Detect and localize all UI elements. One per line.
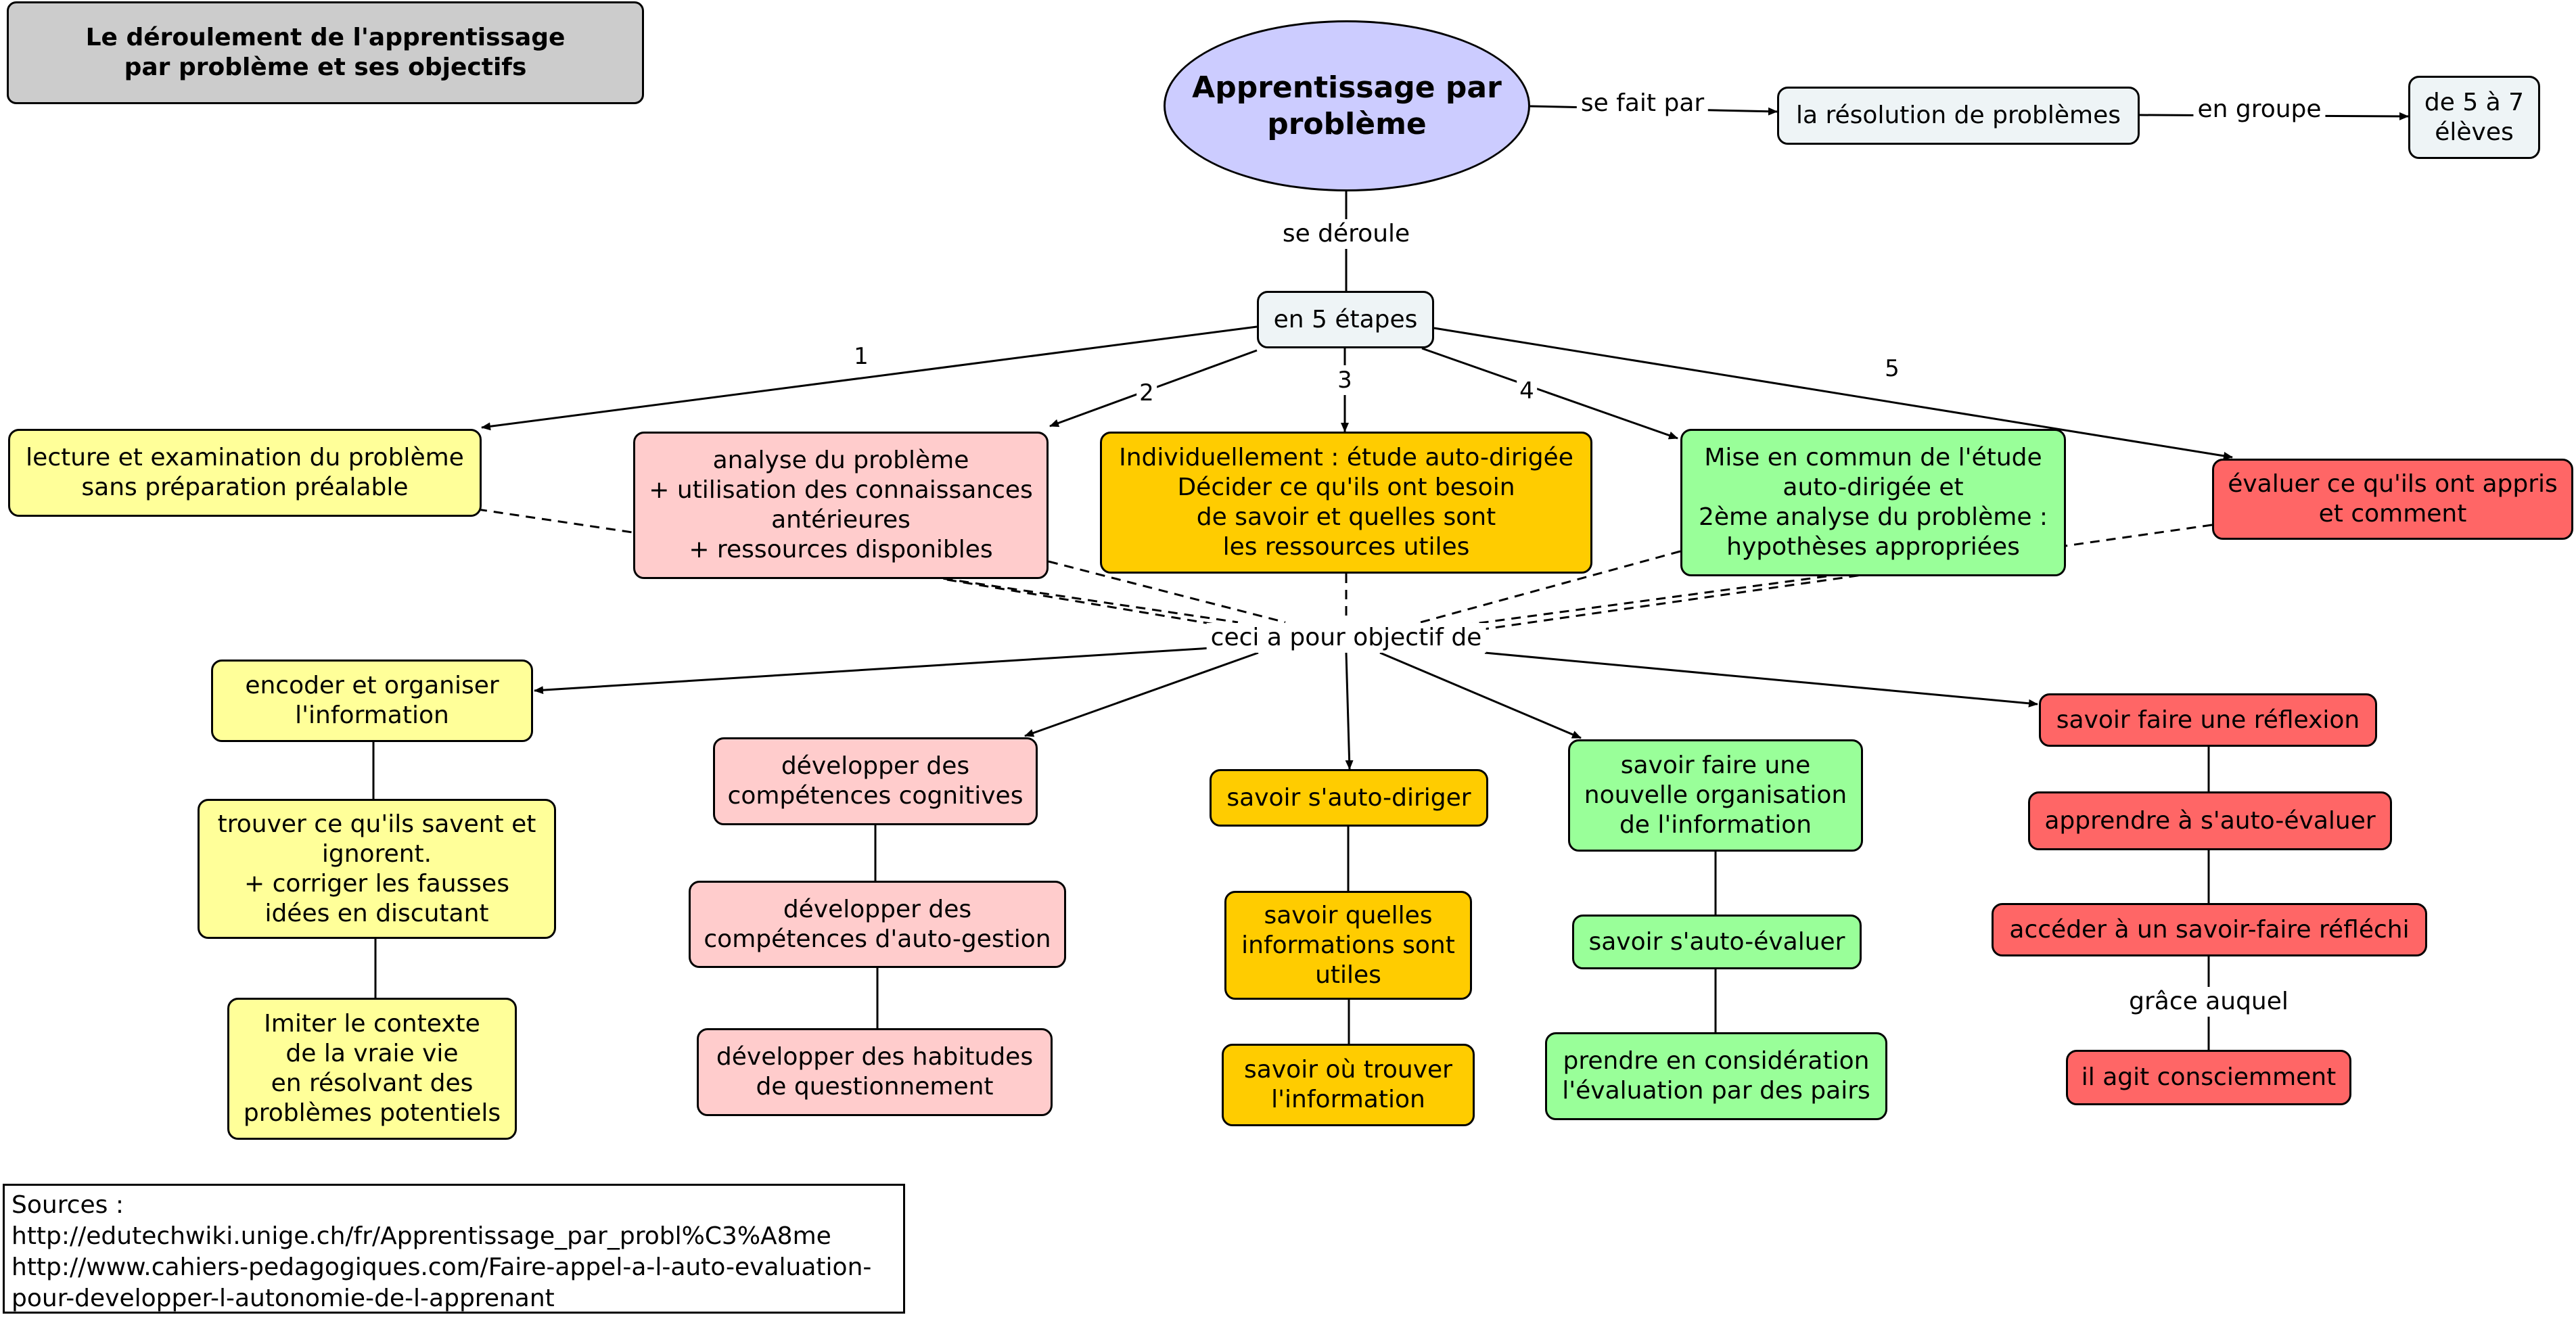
- groupe-box: de 5 à 7 élèves: [2408, 76, 2540, 159]
- label-step-3: 3: [1335, 365, 1355, 395]
- step-2-box: analyse du problème + utilisation des co…: [633, 432, 1049, 579]
- objective-3b-box: savoir quelles informations sont utiles: [1224, 891, 1472, 1000]
- title-box: Le déroulement de l'apprentissage par pr…: [7, 1, 644, 104]
- label-step-4: 4: [1517, 376, 1537, 406]
- label-en-groupe: en groupe: [2193, 95, 2326, 124]
- objective-5d-box: il agit consciemment: [2066, 1050, 2351, 1105]
- dash-s5: [1474, 524, 2213, 632]
- dash-s2b: [1048, 560, 1286, 624]
- objective-1b-box: trouver ce qu'ils savent et ignorent. + …: [198, 799, 556, 939]
- label-se-fait-par: se fait par: [1576, 89, 1709, 118]
- objective-4b-box: savoir s'auto-évaluer: [1572, 915, 1862, 969]
- step-5-box: évaluer ce qu'ils ont appris et comment: [2212, 459, 2573, 540]
- dash-s4: [1420, 550, 1681, 624]
- link-obj-3: [1345, 652, 1354, 770]
- objective-4c-box: prendre en considération l'évaluation pa…: [1545, 1032, 1887, 1120]
- objective-1a-box: encoder et organiser l'information: [211, 660, 533, 742]
- dash-s1: [477, 508, 1239, 624]
- objective-2b-box: développer des compétences d'auto-gestio…: [689, 881, 1066, 968]
- objective-3c-box: savoir où trouver l'information: [1222, 1044, 1475, 1126]
- label-step-1: 1: [851, 342, 871, 371]
- label-grace-auquel: grâce auquel: [2125, 987, 2293, 1017]
- step-1-box: lecture et examination du problème sans …: [8, 429, 482, 517]
- objective-5b-box: apprendre à s'auto-évaluer: [2028, 791, 2392, 850]
- link-obj-1: [534, 647, 1212, 695]
- dash-s4b: [1433, 575, 1827, 630]
- link-step-5: [1433, 327, 2233, 460]
- sources-box: Sources : http://edutechwiki.unige.ch/fr…: [3, 1184, 905, 1314]
- objective-4a-box: savoir faire une nouvelle organisation d…: [1568, 739, 1863, 852]
- label-se-deroule: se déroule: [1278, 219, 1414, 249]
- main-concept-ellipse: Apprentissage par problème: [1164, 20, 1530, 191]
- dash-s2: [946, 578, 1252, 632]
- link-obj-2: [1024, 651, 1259, 737]
- step-3-box: Individuellement : étude auto-dirigée Dé…: [1100, 432, 1592, 574]
- label-objectif: ceci a pour objectif de: [1206, 623, 1486, 653]
- resolution-box: la résolution de problèmes: [1777, 87, 2140, 145]
- link-step-1: [481, 325, 1258, 431]
- objective-1c-box: Imiter le contexte de la vraie vie en ré…: [227, 998, 517, 1140]
- objective-3a-box: savoir s'auto-diriger: [1210, 769, 1488, 827]
- objective-2a-box: développer des compétences cognitives: [713, 737, 1038, 825]
- link-step-4: [1421, 347, 1678, 440]
- step-4-box: Mise en commun de l'étude auto-dirigée e…: [1680, 429, 2066, 576]
- label-step-5: 5: [1882, 354, 1902, 384]
- objective-5c-box: accéder à un savoir-faire réfléchi: [1992, 903, 2427, 956]
- link-obj-4: [1379, 651, 1582, 739]
- link-obj-5: [1484, 651, 2038, 708]
- objective-2c-box: développer des habitudes de questionneme…: [697, 1028, 1053, 1116]
- label-step-2: 2: [1136, 378, 1157, 408]
- objective-5a-box: savoir faire une réflexion: [2039, 693, 2377, 747]
- etapes-box: en 5 étapes: [1257, 291, 1434, 348]
